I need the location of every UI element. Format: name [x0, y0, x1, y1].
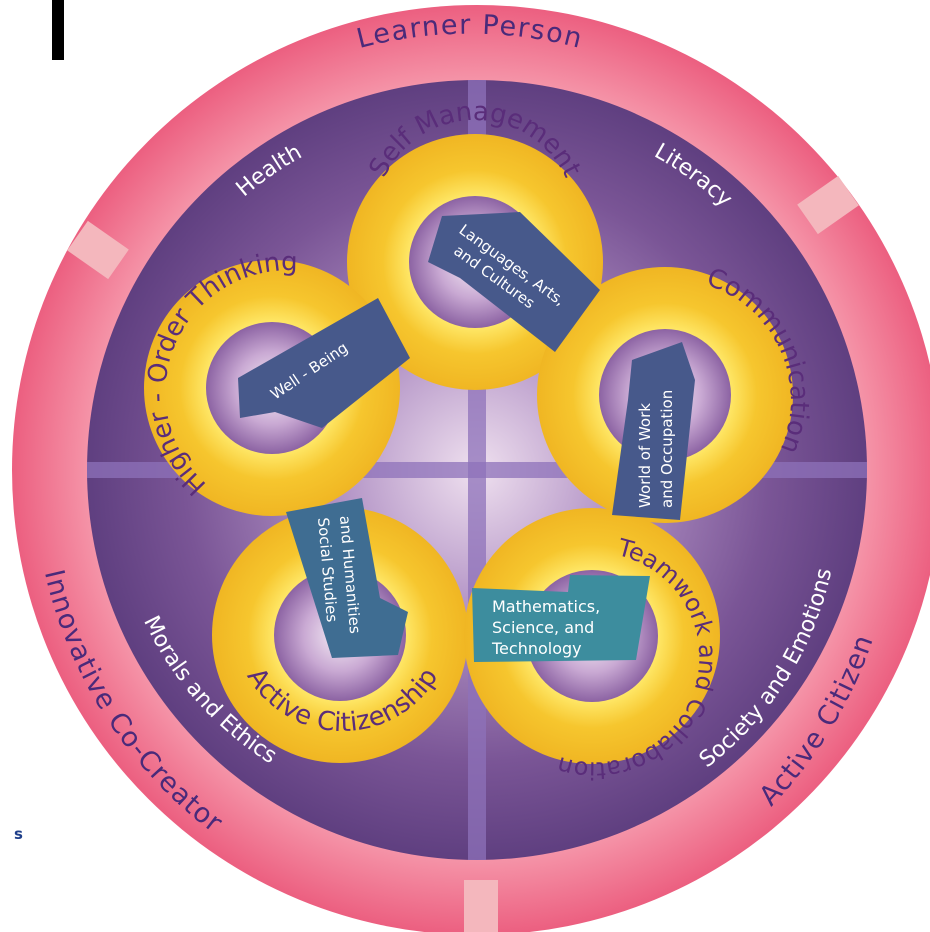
ring-separator-right — [797, 175, 859, 235]
band-social-studies: Social Studies and Humanities — [286, 498, 408, 658]
page-heading-fragment — [52, 0, 64, 60]
band-languages-arts-cultures: Languages, Arts, and Cultures — [428, 212, 600, 352]
band-mathematics-science-technology: Mathematics, Science, and Technology — [472, 575, 650, 662]
band-world-of-work: World of Work and Occupation — [612, 342, 695, 520]
ring-separator-left — [67, 220, 129, 280]
svg-text:World of Work and Occupa: World of Work and Occupation — [636, 390, 676, 508]
ring-separator-bottom — [464, 880, 498, 932]
svg-text:Mathematics, Science, an: Mathematics, Science, and Technology — [491, 597, 605, 658]
corner-text: s — [14, 825, 23, 843]
